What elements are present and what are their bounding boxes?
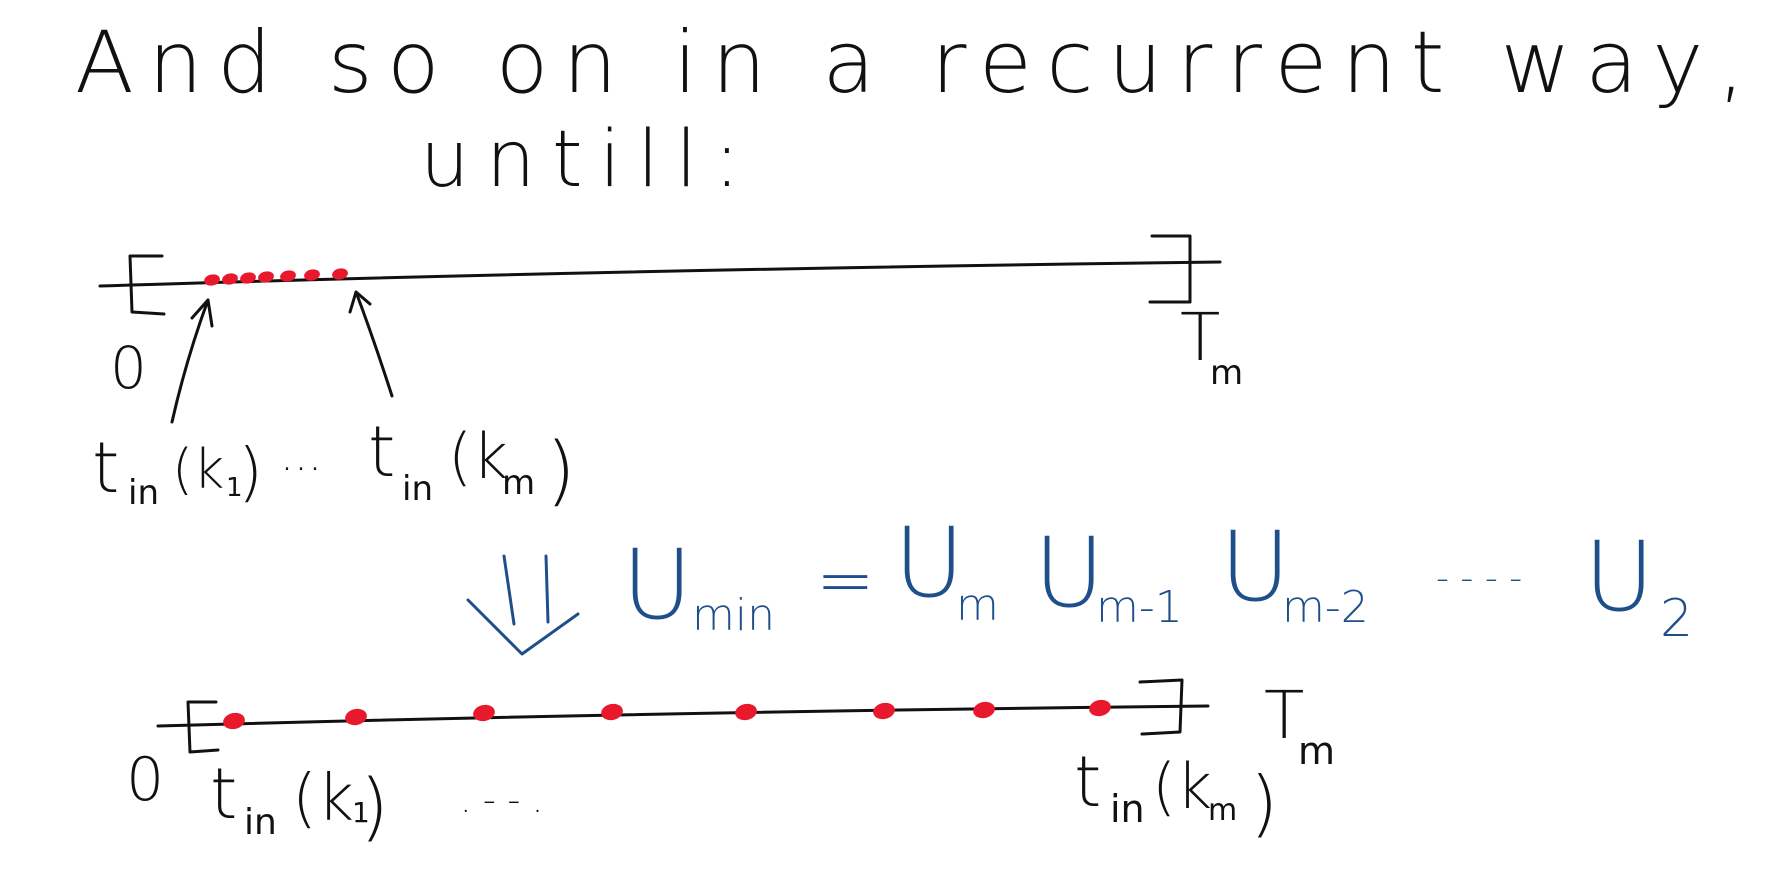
bottom-red-point-7 <box>973 701 995 719</box>
top-last-point-arg: (k <box>448 420 508 493</box>
eq-equals: = <box>816 539 875 621</box>
bottom-red-point-1 <box>223 712 245 730</box>
bottom-dots-ellipsis: . - - . <box>460 780 543 821</box>
arrow-head-last <box>348 290 372 314</box>
eq-term-1: U <box>894 507 964 619</box>
top-red-point-2 <box>222 273 238 285</box>
bottom-first-point-t: t <box>210 753 237 835</box>
top-red-point-7 <box>332 268 348 280</box>
bottom-red-point-4 <box>601 703 623 721</box>
bottom-first-point-arg-sub: 1 <box>352 796 370 829</box>
implies-head <box>466 598 580 656</box>
bottom-last-point-arg: (k <box>1152 750 1212 823</box>
eq-term-2-sub: m-1 <box>1096 582 1183 633</box>
bottom-red-point-5 <box>735 703 757 721</box>
bottom-origin-label: 0 <box>126 745 164 815</box>
arrow-head-first <box>190 298 214 328</box>
eq-lhs-sub: min <box>692 590 775 641</box>
bottom-end-subscript: m <box>1298 729 1335 773</box>
eq-term-4-sub: 2 <box>1660 589 1693 649</box>
bottom-red-point-2 <box>345 708 367 726</box>
eq-term-1-sub: m <box>956 580 999 631</box>
top-red-point-1 <box>204 274 220 286</box>
top-first-point-arg-sub: 1 <box>226 473 243 503</box>
bottom-first-point-sub: in <box>244 802 277 843</box>
bottom-red-point-6 <box>873 702 895 720</box>
equation: U min = U m U m-1 U m-2 - - - - U 2 <box>622 507 1693 649</box>
top-last-point-close: ) <box>546 425 576 514</box>
top-end-label: T <box>1180 299 1220 376</box>
implication-arrow <box>466 554 580 656</box>
bottom-red-points <box>223 699 1111 730</box>
bottom-left-bracket <box>186 700 220 754</box>
top-right-bracket <box>1148 234 1192 304</box>
heading-line-2: untill: <box>420 115 740 205</box>
top-red-points <box>204 268 348 286</box>
eq-term-2: U <box>1034 517 1104 629</box>
top-red-point-3 <box>240 272 256 284</box>
bottom-last-point-close: ) <box>1250 761 1278 845</box>
bottom-timeline: 0 T m t in (k 1 ) . - - . t in (k m ) <box>126 677 1335 850</box>
bottom-first-point-close: ) <box>360 764 389 850</box>
top-red-point-6 <box>304 269 320 281</box>
top-red-point-5 <box>280 270 296 282</box>
bottom-red-point-8 <box>1089 699 1111 717</box>
bottom-last-point-arg-sub: m <box>1208 793 1237 828</box>
top-first-point-arg: (k <box>172 438 224 501</box>
eq-term-4: U <box>1584 521 1654 633</box>
top-timeline: 0 T m t in (k 1 ) ... t in (k m ) <box>92 234 1243 514</box>
top-first-point-sub: in <box>128 473 159 513</box>
bottom-last-point-sub: in <box>1110 787 1145 831</box>
top-red-point-4 <box>258 271 274 283</box>
bottom-first-point-arg: (k <box>292 762 354 836</box>
heading-line-1: And so on in a recurrent way, <box>75 13 1745 113</box>
top-first-point-close: ) <box>238 436 263 510</box>
eq-dots: - - - - <box>1436 558 1522 599</box>
top-end-subscript: m <box>1210 353 1243 393</box>
bottom-red-point-3 <box>473 704 495 722</box>
top-left-bracket <box>128 254 166 316</box>
eq-term-3-sub: m-2 <box>1282 582 1369 633</box>
bottom-last-point-t: t <box>1074 741 1101 823</box>
arrow-to-first-point <box>170 298 210 424</box>
top-origin-label: 0 <box>110 334 147 402</box>
top-last-point-sub: in <box>402 469 433 509</box>
implies-shaft-right <box>544 554 550 624</box>
top-first-point-t: t <box>92 427 119 509</box>
top-last-point-t: t <box>368 411 395 493</box>
implies-shaft-left <box>502 554 516 626</box>
arrow-to-last-point <box>354 290 394 398</box>
bottom-right-bracket <box>1138 678 1184 736</box>
eq-lhs: U <box>622 529 692 641</box>
eq-term-3: U <box>1220 511 1290 623</box>
bottom-end-label: T <box>1264 677 1304 754</box>
top-last-point-arg-sub: m <box>502 463 535 503</box>
bottom-axis-line <box>156 704 1210 728</box>
top-ellipsis: ... <box>280 430 322 481</box>
